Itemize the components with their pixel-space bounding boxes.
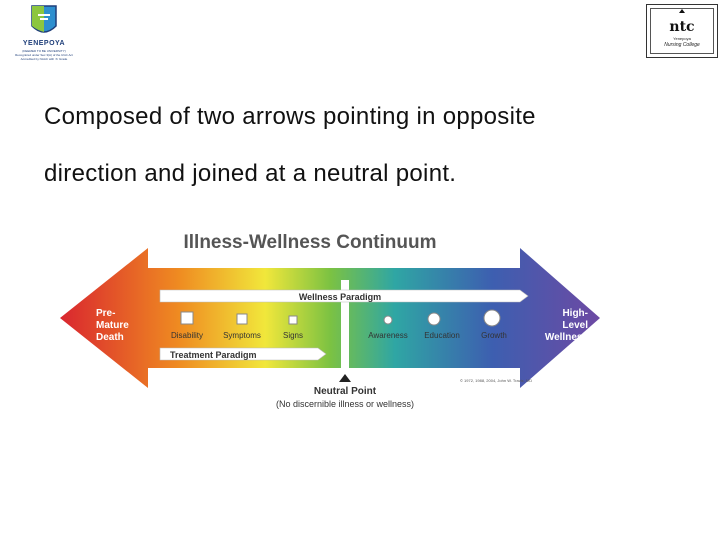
stage-education: Education (424, 331, 460, 340)
stage-awareness: Awareness (368, 331, 407, 340)
double-arrow (60, 248, 600, 388)
stage-disability: Disability (171, 331, 203, 340)
treatment-paradigm-label: Treatment Paradigm (170, 350, 257, 360)
stage-signs: Signs (283, 331, 303, 340)
signs-marker (288, 315, 298, 325)
copyright-note: © 1972, 1988, 2004, John W. Travis, MD (460, 378, 532, 383)
left-end-line-2: Mature (96, 320, 129, 331)
svg-text:ntc: ntc (669, 19, 694, 35)
body-line-2: direction and joined at a neutral point. (44, 160, 457, 187)
diagram-title: Illness-Wellness Continuum (183, 232, 436, 253)
logo-line-2: Recognized under Sec 3(A) of the UGC Act (15, 53, 73, 57)
wellness-paradigm-arrow (159, 289, 529, 303)
stage-symptoms: Symptoms (223, 331, 261, 340)
shield-icon (31, 5, 57, 33)
wellness-paradigm-label: Wellness Paradigm (299, 292, 381, 302)
logo-line-1: (DEEMED TO BE UNIVERSITY) (22, 49, 66, 53)
logo-name: YENEPOYA (22, 40, 66, 47)
left-end-line-3: Death (96, 332, 124, 343)
right-end-line-2: Level (562, 320, 588, 331)
awareness-marker (383, 315, 393, 325)
illness-wellness-diagram: Illness-Wellness Continuum Wellness Para… (60, 218, 620, 418)
right-end-line-3: Wellness (545, 332, 589, 343)
right-end-line-1: High- (562, 308, 588, 319)
college-emblem-icon: ntc (669, 9, 695, 35)
yenepoya-logo: YENEPOYA (DEEMED TO BE UNIVERSITY) Recog… (4, 2, 84, 64)
neutral-divider (341, 280, 349, 370)
nursing-college-logo: ntc Yenepoya Nursing College (646, 4, 718, 58)
left-end-line-1: Pre- (96, 308, 115, 319)
disability-marker (180, 311, 194, 325)
right-logo-line-2: Nursing College (664, 42, 700, 48)
stage-growth: Growth (481, 331, 507, 340)
logo-line-3: Accredited by NAAC with 'A' Grade (20, 57, 68, 61)
slide-body: Composed of two arrows pointing in oppos… (44, 88, 684, 202)
body-line-1: Composed of two arrows pointing in oppos… (44, 103, 536, 130)
treatment-paradigm-arrow (159, 347, 327, 361)
continuum-arrow-graphic: Illness-Wellness Continuum Wellness Para… (60, 232, 600, 409)
education-marker (427, 312, 441, 326)
neutral-point-label: Neutral Point (314, 386, 377, 397)
growth-marker (483, 309, 501, 327)
neutral-pointer-icon (339, 374, 351, 382)
right-logo-line-1: Yenepoya (673, 36, 691, 41)
symptoms-marker (236, 313, 248, 325)
neutral-point-note: (No discernible illness or wellness) (276, 399, 414, 409)
